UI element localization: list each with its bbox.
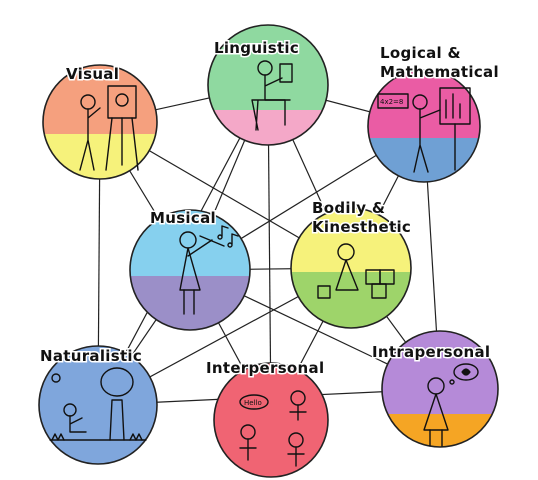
painter-icon [79, 85, 139, 171]
logical-label-line1: Logical & [380, 44, 461, 62]
linguistic-bottom-fill [208, 110, 328, 145]
math-teacher-icon: 4x2=8 [377, 87, 471, 173]
linguistic-label: Linguistic [214, 39, 299, 57]
bodily-label-line2: Kinesthetic [312, 218, 411, 236]
interpersonal-label: Interpersonal [206, 359, 324, 377]
intrapersonal-bottom-fill [382, 414, 498, 447]
musical-bottom-fill [130, 276, 250, 330]
visual-bottom-fill [43, 134, 157, 179]
musical-label: Musical [150, 209, 216, 227]
friends-talking-icon: Hello [239, 390, 307, 467]
intrapersonal-label: Intrapersonal [372, 343, 490, 361]
violinist-icon [179, 225, 239, 315]
naturalistic-label: Naturalistic [40, 347, 142, 365]
naturalistic-fill [39, 346, 157, 464]
bodily-label-line1: Bodily & [312, 199, 385, 217]
interpersonal-node: Hello Interpersonal [205, 358, 329, 478]
visual-node: Visual [42, 64, 158, 180]
bodily-bottom-fill [291, 272, 411, 328]
intrapersonal-node: Intrapersonal [371, 330, 499, 448]
blocks-child-icon [317, 243, 395, 299]
reading-child-icon [251, 60, 293, 131]
bodily-node: Bodily & Kinesthetic [290, 198, 412, 329]
logical-label-line2: Mathematical [380, 63, 499, 81]
visual-label: Visual [66, 65, 119, 83]
speech-bubble-text: Hello [244, 399, 262, 407]
linguistic-node: Linguistic [207, 24, 329, 146]
math-board-text: 4x2=8 [380, 98, 403, 106]
tree-child-icon [49, 367, 147, 441]
thinking-child-icon [423, 363, 479, 447]
interpersonal-fill [214, 363, 328, 477]
naturalistic-node: Naturalistic [38, 345, 158, 465]
logical-node: 4x2=8 Logical & Mathematical [367, 43, 500, 183]
linguistic-top-fill [208, 25, 328, 110]
